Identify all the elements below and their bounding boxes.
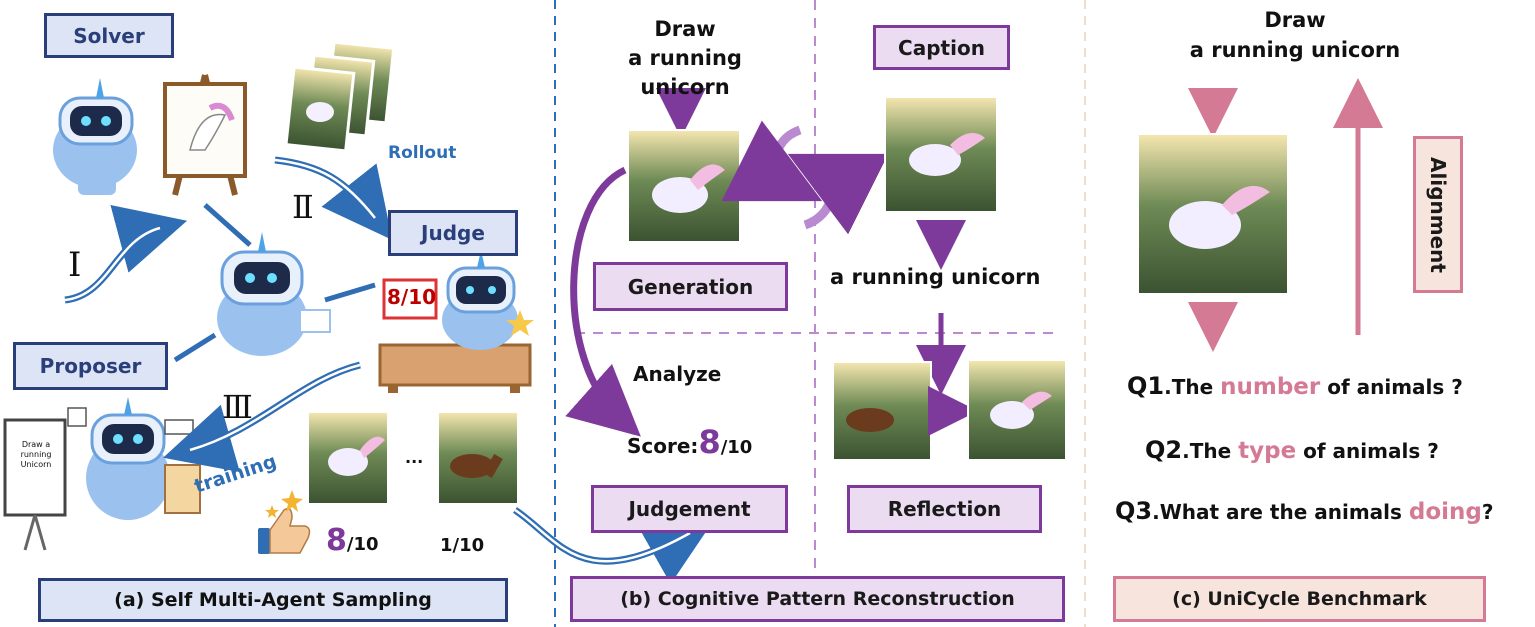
q2-prefix: Q2 bbox=[1145, 436, 1183, 464]
panel-a-caption: (a) Self Multi-Agent Sampling bbox=[38, 578, 508, 622]
reflection-label: Reflection bbox=[847, 485, 1042, 533]
rollout-label: Rollout bbox=[388, 143, 457, 163]
score-good-big: 8 bbox=[326, 523, 347, 558]
score-small: /10 bbox=[720, 437, 753, 458]
q1-after: of animals ? bbox=[1320, 375, 1463, 399]
q3-prefix: Q3 bbox=[1115, 497, 1153, 525]
q2-before: .The bbox=[1182, 439, 1239, 463]
judgement-label: Judgement bbox=[591, 485, 788, 533]
proposer-robot-icon bbox=[217, 232, 331, 356]
sample-ellipsis: ... bbox=[405, 448, 424, 467]
proposer-label: Proposer bbox=[13, 342, 168, 390]
question-3: Q3.What are the animals doing? bbox=[1115, 497, 1494, 525]
score-prefix: Score: bbox=[627, 434, 699, 458]
caption-output: a running unicorn bbox=[830, 265, 1041, 289]
generation-label: Generation bbox=[593, 262, 788, 311]
thumbs-up-icon bbox=[258, 490, 311, 554]
score-good-small: /10 bbox=[346, 534, 379, 555]
q1-highlight: number bbox=[1220, 374, 1321, 400]
gen-to-judgement-arrow bbox=[565, 166, 641, 437]
q2-highlight: type bbox=[1238, 438, 1297, 464]
panel-c-caption: (c) UniCycle Benchmark bbox=[1113, 576, 1486, 622]
step-3-label: Ⅲ bbox=[222, 388, 253, 426]
alignment-label: Alignment bbox=[1426, 156, 1451, 273]
proposer-link bbox=[173, 332, 217, 363]
score-bad: 1/10 bbox=[440, 535, 485, 556]
judgement-score: Score:8/10 bbox=[627, 423, 752, 461]
panel-b-caption: (b) Cognitive Pattern Reconstruction bbox=[570, 576, 1065, 622]
reflection-unicorn-image bbox=[967, 359, 1067, 461]
step-2-label: Ⅱ bbox=[292, 188, 314, 226]
score-sign bbox=[382, 278, 438, 320]
judge-link bbox=[324, 282, 376, 303]
question-2: Q2.The type of animals ? bbox=[1145, 436, 1439, 464]
step-2-arrow bbox=[274, 156, 393, 240]
generated-unicorn-image bbox=[627, 129, 741, 243]
rollout-image-stack bbox=[284, 40, 396, 153]
q1-prefix: Q1 bbox=[1127, 372, 1165, 400]
solver-proposer-link bbox=[203, 203, 252, 247]
q3-highlight: doing bbox=[1408, 499, 1482, 525]
easel-icon bbox=[163, 74, 247, 196]
q3-before: .What are the animals bbox=[1152, 500, 1409, 524]
whiteboard-text: Draw a running Unicorn bbox=[20, 440, 52, 469]
solver-robot-icon bbox=[53, 78, 137, 195]
q3-after: ? bbox=[1481, 500, 1494, 524]
trainee-robot-icon bbox=[3, 397, 201, 551]
step-1-label: Ⅰ bbox=[68, 245, 82, 285]
judge-robot-icon bbox=[378, 250, 534, 393]
solver-label: Solver bbox=[44, 13, 174, 58]
score-good: 8/10 bbox=[326, 523, 379, 558]
alignment-box: Alignment bbox=[1413, 136, 1463, 293]
q1-before: .The bbox=[1164, 375, 1221, 399]
score-big: 8 bbox=[698, 423, 721, 461]
question-1: Q1.The number of animals ? bbox=[1127, 372, 1463, 400]
score-sign-text: 8/10 bbox=[387, 285, 437, 309]
analyze-label: Analyze bbox=[633, 362, 722, 386]
q2-after: of animals ? bbox=[1296, 439, 1439, 463]
caption-label: Caption bbox=[873, 25, 1010, 70]
judge-label: Judge bbox=[388, 210, 518, 256]
cycle-arrow-left bbox=[721, 120, 823, 202]
cycle-arrow-right bbox=[787, 153, 889, 235]
panel-b-prompt: Draw a running unicorn bbox=[628, 17, 742, 99]
panel-c-prompt: Draw a running unicorn bbox=[1189, 8, 1401, 62]
